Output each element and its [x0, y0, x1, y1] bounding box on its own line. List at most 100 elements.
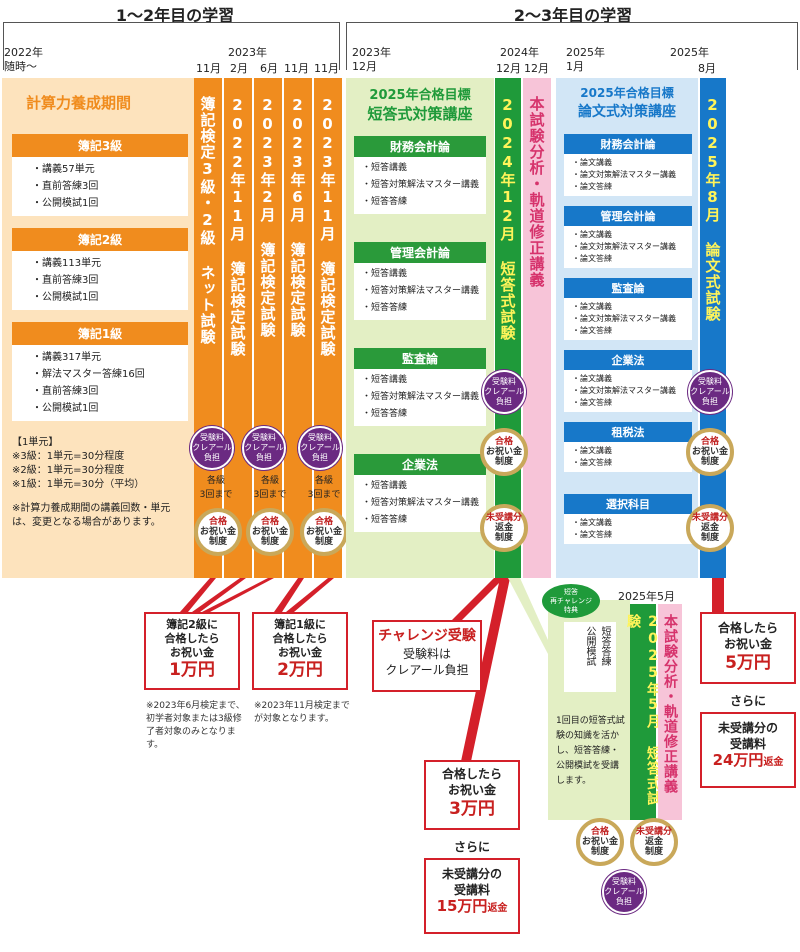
course-section: 管理会計論論文講義論文対策解法マスター講義論文答練 [564, 206, 692, 268]
list-item: 短答答練 [362, 300, 486, 317]
callout-ronbun-sarani: さらに [729, 694, 766, 708]
course-section-title: 財務会計論 [354, 136, 486, 157]
list-item: 短答答練 [362, 512, 486, 529]
phase1-title: 1〜2年目の学習 [115, 6, 235, 25]
callout-tanto-refund: 未受講分の受講料 15万円返金 [424, 858, 520, 934]
list-item: 短答答練 [599, 626, 610, 666]
month-2: 2月 [230, 62, 248, 75]
b3-title: 簿記3級 [12, 134, 188, 157]
year-2022: 2022年 [4, 46, 43, 59]
list-item: 論文講義 [572, 301, 692, 313]
course-section: 財務会計論論文講義論文対策解法マスター講義論文答練 [564, 134, 692, 196]
month-6: 6月 [260, 62, 278, 75]
list-item: 短答講義 [362, 160, 486, 177]
callout-ronbun-refund-amount: 24万円 [712, 751, 764, 769]
ronbun-course-subtitle: 2025年合格目標 [580, 86, 674, 100]
p2-month-12b: 12月 [524, 62, 549, 75]
p2-year-2025-may: 2025年5月 [618, 590, 675, 603]
list-item: 講義317単元 [32, 349, 188, 366]
fee-badge: 受験料クレアール負担 [688, 370, 732, 414]
list-item: 短答答練 [362, 194, 486, 211]
tanto-course-title: 短答式対策講座 [367, 105, 473, 123]
oiwai-medal: 合格お祝い金制度 [576, 818, 624, 866]
course-section-list: 論文講義論文対策解法マスター講義論文答練 [564, 298, 692, 340]
year-2023: 2023年 [228, 46, 267, 59]
course-section-list: 論文講義論文答練 [564, 442, 692, 472]
tanto-exam-column: 2024年12月 短答式試験 [495, 78, 521, 578]
list-item: 短答対策解法マスター講義 [362, 283, 486, 300]
year-2022-anytime: 随時〜 [4, 60, 37, 73]
list-item: 公開模試1回 [32, 400, 188, 417]
course-section: 監査論短答講義短答対策解法マスター講義短答答練 [354, 348, 486, 426]
list-item: 論文答練 [572, 457, 692, 469]
course-section-list: 論文講義論文答練 [564, 514, 692, 544]
course-section-list: 短答講義短答対策解法マスター講義短答答練 [354, 157, 486, 214]
exam-2023-11-label: 2023年11月 簿記検定試験 [318, 96, 337, 357]
callout-b1-note: ※2023年11月検定までが対象となります。 [254, 701, 350, 724]
rechallenge-list: 短答答練 公開模試 [564, 622, 616, 692]
p2-year-2023: 2023年 [352, 46, 391, 59]
ronbun-exam-label: 2025年8月 論文式試験 [703, 96, 722, 322]
course-section: 企業法論文講義論文対策解法マスター講義論文答練 [564, 350, 692, 412]
course-section-list: 短答講義短答対策解法マスター講義短答答練 [354, 475, 486, 532]
ronbun-course-title: 論文式対策講座 [578, 104, 676, 120]
exam-2023-11-column: 2023年11月 簿記検定試験 [314, 78, 342, 578]
unit-line: ※3級：1単元=30分程度 [12, 451, 125, 462]
list-item: 解法マスター答練16回 [32, 366, 188, 383]
course-section-list: 論文講義論文対策解法マスター講義論文答練 [564, 370, 692, 412]
henkin-medal: 未受講分返金制度 [686, 504, 734, 552]
callout-b1-amount: 2万円 [277, 660, 323, 680]
list-item: 論文対策解法マスター講義 [572, 241, 692, 253]
rechallenge-area: 短答答練 公開模試 1回目の短答式試験の知識を活かし、短答答練・公開模試を受講し… [548, 600, 630, 820]
b2-block: 簿記2級 講義113単元 直前答練3回 公開模試1回 [12, 228, 188, 310]
course-section-title: 租税法 [564, 422, 692, 442]
exam-2023-2-column: 2023年2月 簿記検定試験 [254, 78, 282, 578]
list-item: 直前答練3回 [32, 178, 188, 195]
list-item: 講義57単元 [32, 161, 188, 178]
tanto-exam-label: 2024年12月 短答式試験 [498, 96, 517, 341]
fee-badge: 受験料クレアール負担 [242, 426, 286, 470]
month-11c: 11月 [314, 62, 339, 75]
course-section: 租税法論文講義論文答練 [564, 422, 692, 472]
net-exam-column: 簿記検定3級・2級 ネット試験 [194, 78, 222, 578]
analysis-label: 本試験分析・軌道修正講義 [527, 96, 546, 288]
list-item: 短答対策解法マスター講義 [362, 495, 486, 512]
list-item: 論文講義 [572, 445, 692, 457]
phase2-title: 2〜3年目の学習 [513, 6, 633, 25]
tanto2-exam-column: 2025年5月 短答式試験 [625, 604, 661, 820]
list-item: 直前答練3回 [32, 383, 188, 400]
phase1-bracket [3, 22, 340, 70]
analysis2-column: 本試験分析・軌道修正講義 [658, 604, 682, 820]
callout-b2-note: ※2023年6月検定まで、初学者対象または3級修了者対象のみとなります。 [146, 701, 245, 750]
oiwai-medal: 合格お祝い金制度 [194, 508, 242, 556]
p2-month-1: 1月 [566, 60, 584, 73]
list-item: 論文講義 [572, 157, 692, 169]
oiwai-medal: 合格お祝い金制度 [246, 508, 294, 556]
list-item: 論文答練 [572, 253, 692, 265]
list-item: 短答対策解法マスター講義 [362, 177, 486, 194]
calc-remark: ※計算力養成期間の講義回数・単元は、変更となる場合があります。 [12, 503, 171, 528]
exam-2023-6-column: 2023年6月 簿記検定試験 [284, 78, 312, 578]
unit-line: ※1級：1単元=30分（平均） [12, 479, 145, 490]
p2-year-2025: 2025年 [566, 46, 605, 59]
oiwai-medal: 合格お祝い金制度 [480, 428, 528, 476]
ronbun-exam-column: 2025年8月 論文式試験 [700, 78, 726, 578]
callout-challenge: チャレンジ受験 受験料はクレアール負担 [372, 620, 482, 692]
ronbun-course: 2025年合格目標 論文式対策講座 財務会計論論文講義論文対策解法マスター講義論… [556, 78, 698, 578]
exam-2022-11-column: 2022年11月 簿記検定試験 [224, 78, 252, 578]
list-item: 短答講義 [362, 266, 486, 283]
course-section-title: 管理会計論 [564, 206, 692, 226]
callout-challenge-title: チャレンジ受験 [378, 628, 476, 644]
list-item: 講義113単元 [32, 255, 188, 272]
list-item: 論文講義 [572, 373, 692, 385]
net-exam-label: 簿記検定3級・2級 ネット試験 [198, 96, 217, 345]
p2-month-8: 8月 [698, 62, 716, 75]
b1-title: 簿記1級 [12, 322, 188, 345]
course-section: 財務会計論短答講義短答対策解法マスター講義短答答練 [354, 136, 486, 214]
unit-notes: 【1単元】 ※3級：1単元=30分程度 ※2級：1単元=30分程度 ※1級：1単… [12, 436, 188, 530]
analysis2-label: 本試験分析・軌道修正講義 [662, 614, 678, 794]
callout-b2: 簿記2級に合格したらお祝い金 1万円 [144, 612, 240, 690]
list-item: 公開模試 [584, 626, 595, 666]
fee-badge: 受験料クレアール負担 [190, 426, 234, 470]
